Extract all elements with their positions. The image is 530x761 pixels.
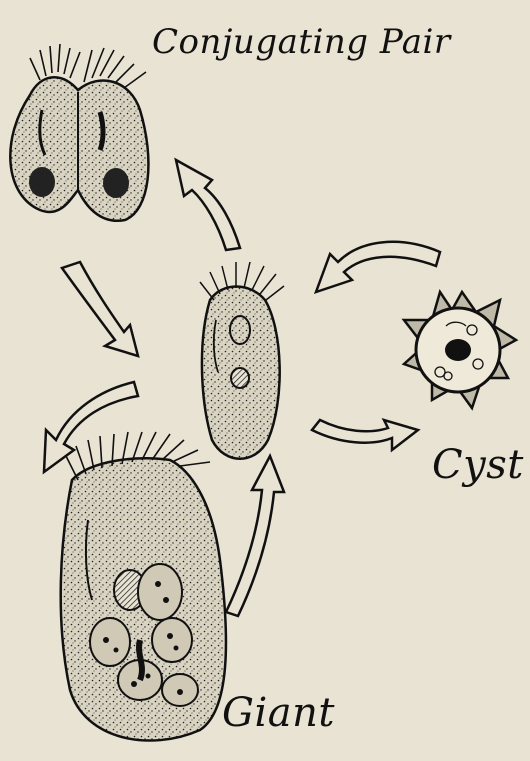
arrow-cyst-to-normal xyxy=(316,242,440,292)
arrow-normal-to-cyst xyxy=(312,420,418,450)
normal-cell xyxy=(200,262,284,459)
conjugating-pair-cell xyxy=(10,44,148,221)
cyst-label: Cyst xyxy=(432,442,524,488)
arrow-giant-to-normal xyxy=(226,456,284,616)
giant-label: Giant xyxy=(222,690,335,736)
cyst xyxy=(404,292,516,408)
arrow-normal-to-pair xyxy=(176,160,240,250)
arrow-pair-to-normal xyxy=(62,262,138,356)
conjugating-pair-label: Conjugating Pair xyxy=(152,22,451,62)
giant-cell xyxy=(61,432,226,741)
